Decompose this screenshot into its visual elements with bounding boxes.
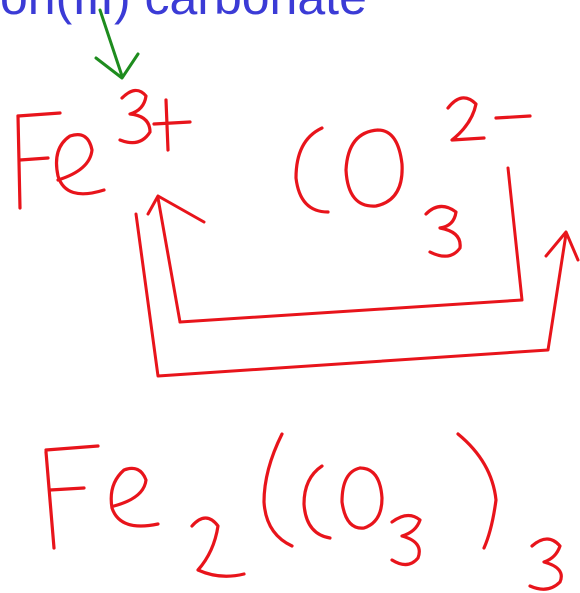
cation-fe3plus-handwritten [16,88,192,210]
criss-cross-arrows [134,166,580,378]
anion-co3-2minus-handwritten [294,96,532,258]
green-pointer-arrow [94,8,140,80]
formula-fe2co33-handwritten [44,432,563,591]
typed-title: on(III) carbonate [0,0,367,26]
